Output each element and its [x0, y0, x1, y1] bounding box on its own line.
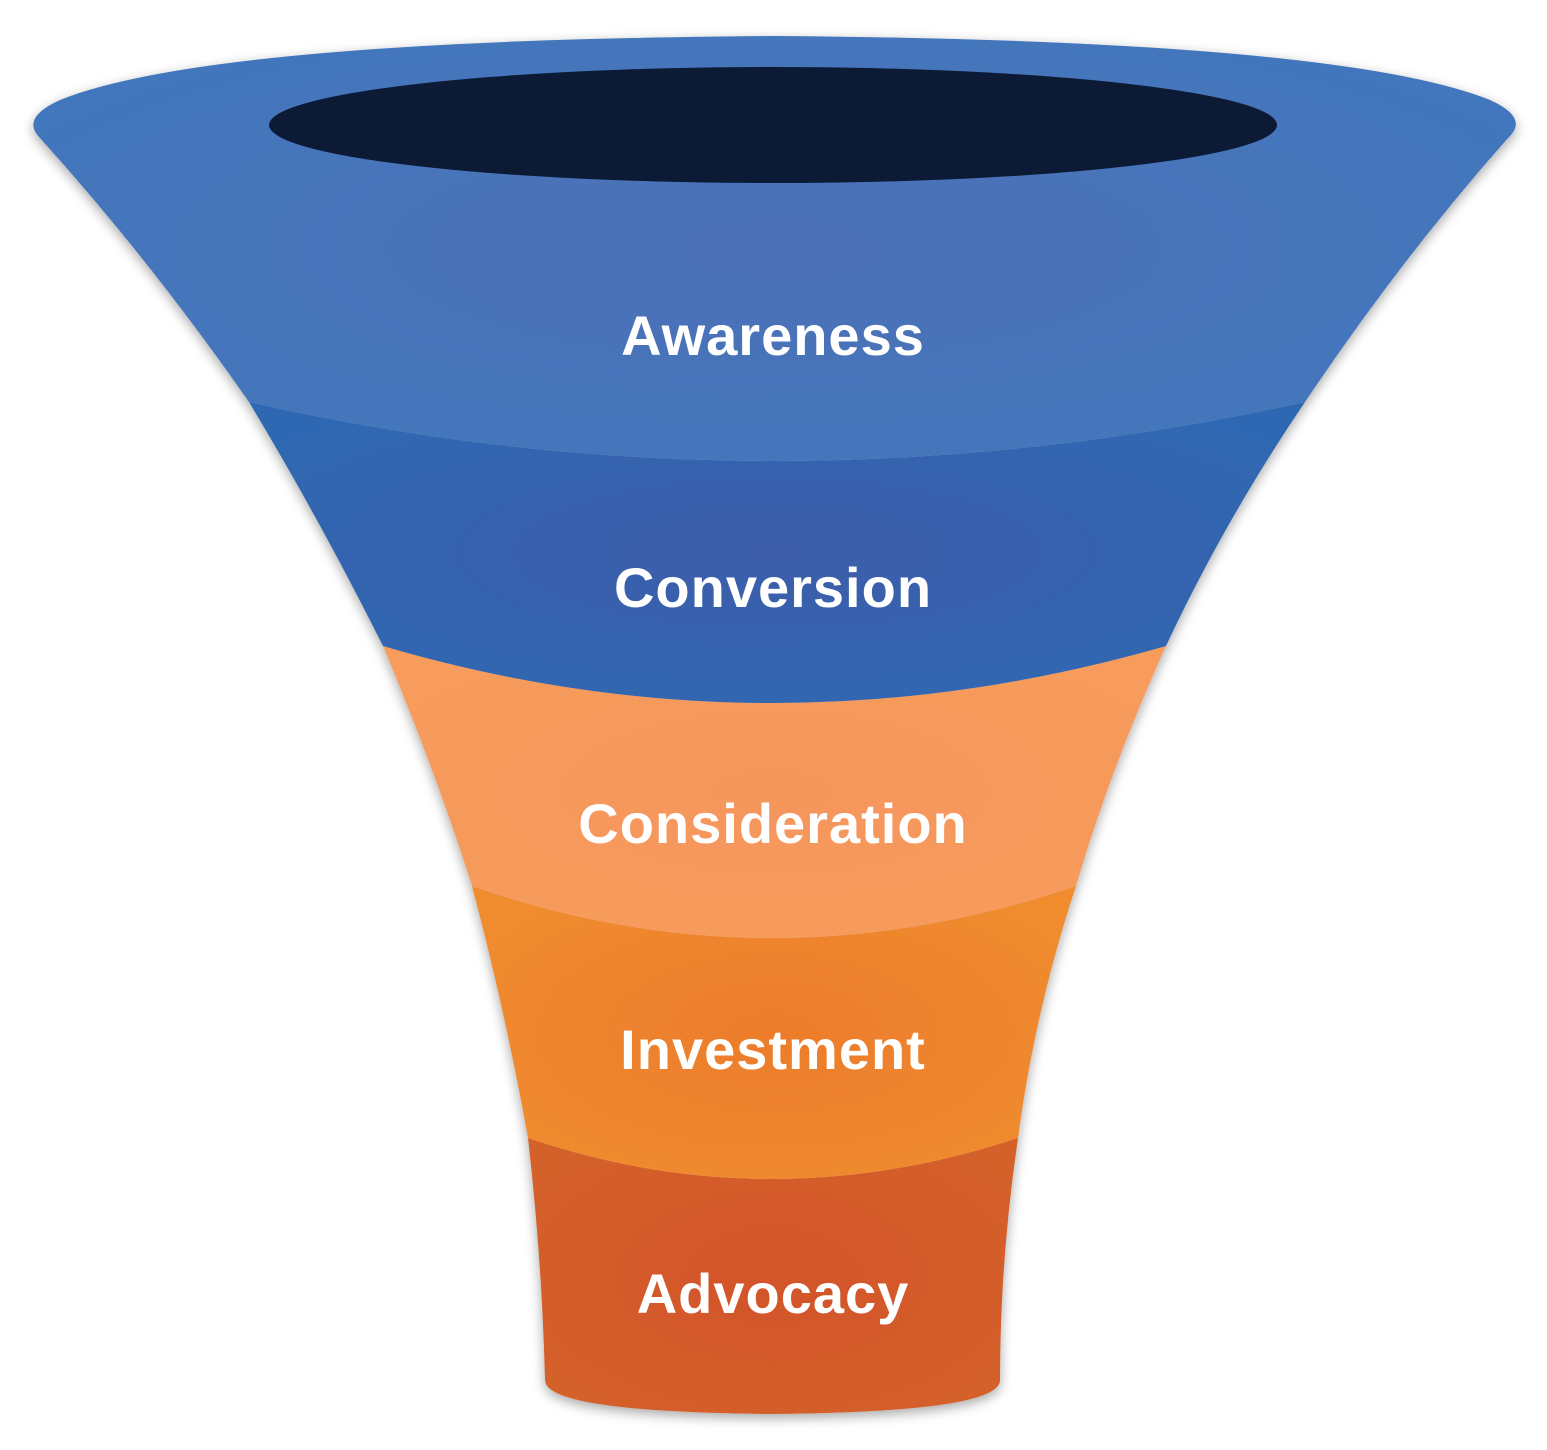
stage-label-awareness: Awareness [621, 304, 925, 367]
stage-consideration-band [383, 646, 1166, 938]
stage-advocacy-band [528, 1138, 1018, 1414]
stage-label-investment: Investment [620, 1018, 926, 1081]
stage-label-conversion: Conversion [614, 556, 932, 619]
stage-investment-band [472, 886, 1076, 1179]
funnel-mouth-opening [269, 67, 1277, 183]
stage-label-advocacy: Advocacy [637, 1262, 910, 1325]
stage-label-consideration: Consideration [578, 792, 967, 855]
stage-conversion-band [249, 402, 1305, 703]
